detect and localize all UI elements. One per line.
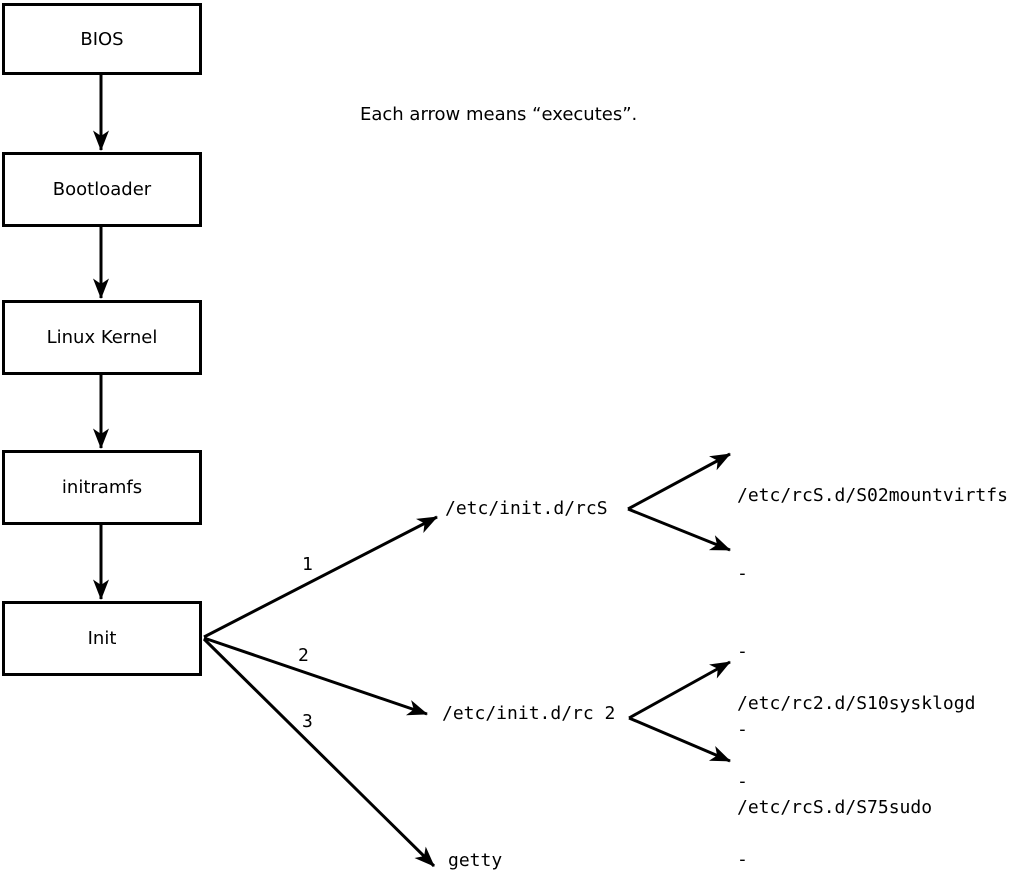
- arrow-rc2-to-first-script: [628, 660, 731, 720]
- box-initramfs-label: initramfs: [61, 477, 143, 498]
- arrow-rcs-to-first-script: [627, 452, 731, 511]
- rcs-script-item: -: [737, 719, 748, 740]
- box-initramfs: initramfs: [2, 450, 202, 525]
- branch-label-2: 2: [298, 645, 309, 666]
- branch-label-3: 3: [302, 711, 313, 732]
- rcs-script-item: -: [737, 641, 748, 662]
- box-linux-kernel-label: Linux Kernel: [46, 327, 158, 348]
- rc2-script-item: -: [737, 849, 748, 870]
- rcs-script-item: -: [737, 563, 748, 584]
- target-rcs: /etc/init.d/rcS: [445, 498, 608, 519]
- arrow-init-to-getty: [202, 637, 436, 868]
- rcs-script-item: /etc/rcS.d/S02mountvirtfs: [737, 485, 1008, 506]
- rcs-script-item: /etc/rcS.d/S75sudo: [737, 797, 933, 818]
- branch-label-1: 1: [302, 554, 313, 575]
- arrow-init-to-rc2: [203, 636, 428, 716]
- arrow-init-to-rcs: [203, 515, 438, 639]
- arrow-rcs-to-last-script: [627, 507, 731, 552]
- box-bios-label: BIOS: [80, 28, 124, 50]
- rc2-script-item: -: [737, 771, 748, 792]
- target-rc2: /etc/init.d/rc 2: [442, 703, 616, 724]
- box-bootloader-label: Bootloader: [52, 179, 152, 200]
- rc2-script-list: /etc/rc2.d/S10sysklogd - - - /etc/rc2.d/…: [737, 639, 975, 875]
- rcs-script-list: /etc/rcS.d/S02mountvirtfs - - - /etc/rcS…: [737, 431, 1008, 873]
- note-text: Each arrow means “executes”.: [360, 104, 638, 125]
- box-init: Init: [2, 601, 202, 676]
- arrow-rc2-to-last-script: [628, 716, 731, 763]
- rc2-script-item: /etc/rc2.d/S10sysklogd: [737, 693, 976, 714]
- box-linux-kernel: Linux Kernel: [2, 300, 202, 375]
- box-bios: BIOS: [2, 3, 202, 75]
- target-getty: getty: [448, 850, 503, 871]
- box-init-label: Init: [87, 628, 117, 649]
- box-bootloader: Bootloader: [2, 152, 202, 227]
